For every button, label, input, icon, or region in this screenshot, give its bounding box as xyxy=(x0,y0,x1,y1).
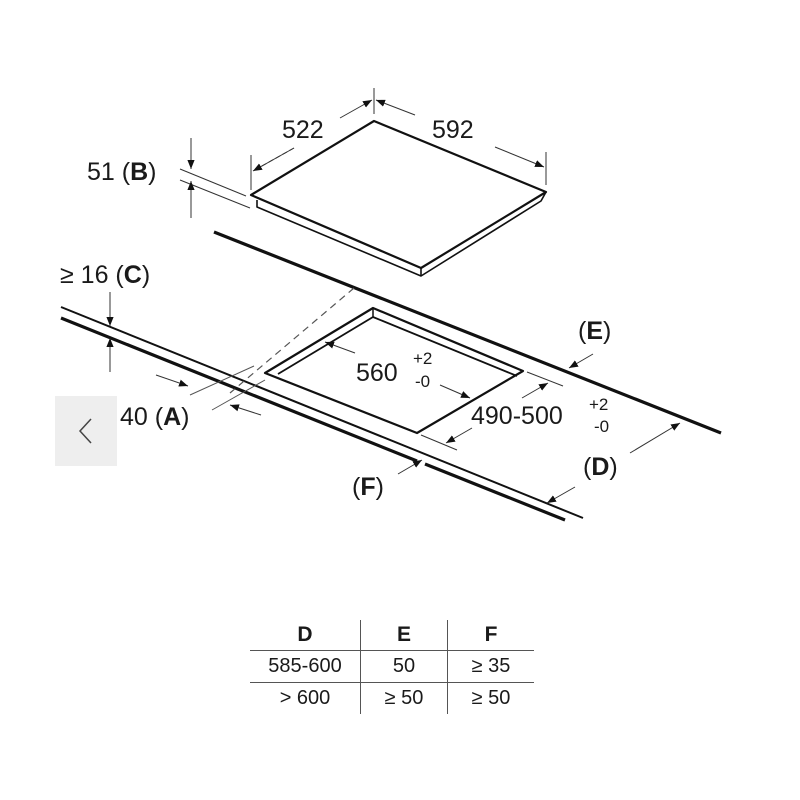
clearance-table: D E F 585-600 50 ≥ 35 > 600 ≥ 50 ≥ 50 xyxy=(250,620,534,714)
hob-height-label: 51 (B) xyxy=(87,158,156,186)
rear-clearance-label: (E) xyxy=(578,317,611,345)
table-row: > 600 ≥ 50 ≥ 50 xyxy=(250,682,534,714)
cell-d: > 600 xyxy=(250,682,361,714)
cell-f: ≥ 35 xyxy=(447,650,534,683)
cutout-depth-tol-minus: -0 xyxy=(594,417,609,436)
cell-e: 50 xyxy=(360,650,448,683)
dimension-hob-height xyxy=(179,138,251,218)
previous-image-button[interactable] xyxy=(55,396,117,466)
header-f: F xyxy=(447,620,534,651)
cutout-width-label: 560 xyxy=(356,359,398,387)
table-row: 585-600 50 ≥ 35 xyxy=(250,650,534,683)
dimension-counter-depth xyxy=(546,422,681,504)
chevron-left-icon xyxy=(78,418,92,444)
front-offset-label: 40 (A) xyxy=(120,403,189,431)
cutout-depth-label: 490-500 xyxy=(471,402,563,430)
cutout-depth-tol-plus: +2 xyxy=(589,395,608,414)
front-clearance-label: (F) xyxy=(352,473,384,501)
hob-width-label: 592 xyxy=(432,116,474,144)
header-e: E xyxy=(360,620,448,651)
cell-d: 585-600 xyxy=(250,650,361,683)
countertop-thickness-label: ≥ 16 (C) xyxy=(60,261,150,289)
cell-e: ≥ 50 xyxy=(360,682,448,714)
countertop-front-bottom-edge xyxy=(60,316,418,463)
cabinet-projection-line xyxy=(229,287,355,394)
dimension-front-clearance xyxy=(397,459,423,475)
cutout-width-tol-minus: -0 xyxy=(415,372,430,391)
dimension-cutout-depth xyxy=(420,371,564,451)
countertop-front-top-edge xyxy=(60,306,584,519)
hob-outline xyxy=(249,119,548,277)
cell-f: ≥ 50 xyxy=(447,682,534,714)
dimension-hob-width xyxy=(375,99,547,185)
countertop-back-edge xyxy=(213,230,722,435)
hob-depth-label: 522 xyxy=(282,116,324,144)
countertop-cutout xyxy=(263,306,525,435)
header-d: D xyxy=(297,623,313,646)
dimension-hob-depth xyxy=(250,88,375,190)
counter-depth-label: (D) xyxy=(583,453,618,481)
table-header-row: D E F xyxy=(250,620,534,651)
cutout-width-tol-plus: +2 xyxy=(413,349,432,368)
dimension-cutout-width xyxy=(324,341,471,399)
dimension-rear-clearance xyxy=(568,353,594,369)
dimension-front-offset xyxy=(155,374,262,416)
